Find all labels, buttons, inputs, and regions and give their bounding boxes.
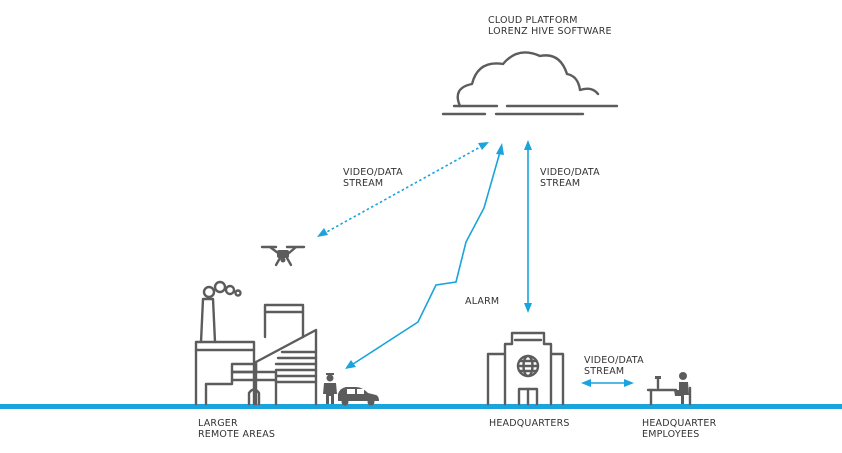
hq-employees-stream-arrow	[581, 379, 634, 387]
factory-icon	[194, 280, 318, 406]
ground-line	[0, 404, 842, 409]
headquarters-building-icon	[486, 331, 565, 406]
employees-label: HEADQUARTER EMPLOYEES	[642, 418, 717, 440]
employees-stream-label: VIDEO/DATA STREAM	[584, 355, 644, 377]
cloud-hq-stream-arrow	[524, 140, 532, 313]
cloud-platform-label: CLOUD PLATFORM LORENZ HIVE SOFTWARE	[488, 15, 612, 37]
drone-cloud-stream-arrow	[317, 142, 489, 237]
remote-areas-label: LARGER REMOTE AREAS	[198, 418, 276, 440]
alarm-arrow	[345, 143, 504, 369]
cloud-icon	[441, 51, 619, 116]
hq-stream-label: VIDEO/DATA STREAM	[540, 167, 600, 189]
employee-workstation-icon	[646, 372, 692, 406]
alarm-label: ALARM	[465, 296, 500, 307]
car-icon	[338, 387, 379, 406]
drone-stream-label: VIDEO/DATA STREAM	[343, 167, 403, 189]
security-guard-icon	[323, 373, 337, 404]
drone-icon	[260, 245, 306, 267]
globe-icon	[516, 354, 540, 378]
headquarters-label: HEADQUARTERS	[489, 418, 570, 429]
